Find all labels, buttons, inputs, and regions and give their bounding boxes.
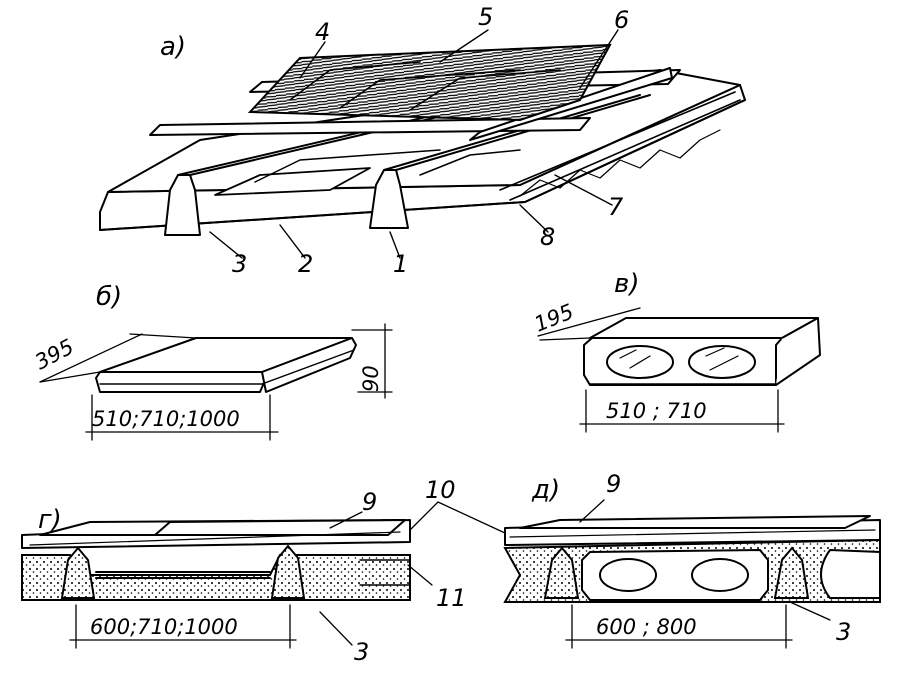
block-v bbox=[583, 317, 821, 386]
callout-8: 8 bbox=[540, 223, 555, 251]
dim-v-length: 510 ; 710 bbox=[606, 399, 707, 423]
callout-10: 10 bbox=[425, 476, 456, 504]
assembly-a bbox=[99, 43, 746, 236]
dim-b-width: 395 bbox=[31, 334, 78, 374]
dim-b-height: 90 bbox=[359, 365, 383, 392]
dims-d bbox=[565, 499, 831, 649]
callout-1: 1 bbox=[393, 250, 408, 278]
dims-v bbox=[537, 307, 785, 433]
floor-g bbox=[21, 519, 411, 601]
section-label-v: в) bbox=[614, 269, 639, 299]
floor-d bbox=[503, 515, 881, 603]
dims-g bbox=[69, 501, 521, 649]
section-label-b: б) bbox=[96, 282, 122, 312]
callout-6: 6 bbox=[614, 6, 629, 34]
callout-3-d: 3 bbox=[836, 618, 851, 646]
section-label-a: а) bbox=[160, 32, 186, 62]
callout-3-a: 3 bbox=[232, 250, 247, 278]
callout-7: 7 bbox=[608, 193, 624, 221]
dim-d-span: 600 ; 800 bbox=[596, 615, 697, 639]
callout-4: 4 bbox=[315, 18, 330, 46]
callout-5: 5 bbox=[478, 3, 493, 31]
section-label-g: г) bbox=[38, 505, 62, 535]
section-label-d: д) bbox=[531, 475, 560, 505]
callout-3-g: 3 bbox=[354, 638, 369, 666]
slab-b bbox=[95, 337, 357, 393]
callout-9-d: 9 bbox=[606, 470, 621, 498]
callout-2: 2 bbox=[298, 250, 313, 278]
callout-11: 11 bbox=[436, 584, 467, 612]
dims-b bbox=[39, 323, 393, 441]
dim-b-length: 510;710;1000 bbox=[92, 407, 240, 431]
callout-9-g: 9 bbox=[362, 488, 377, 516]
dim-g-span: 600;710;1000 bbox=[90, 615, 238, 639]
leaders-a bbox=[209, 29, 619, 259]
